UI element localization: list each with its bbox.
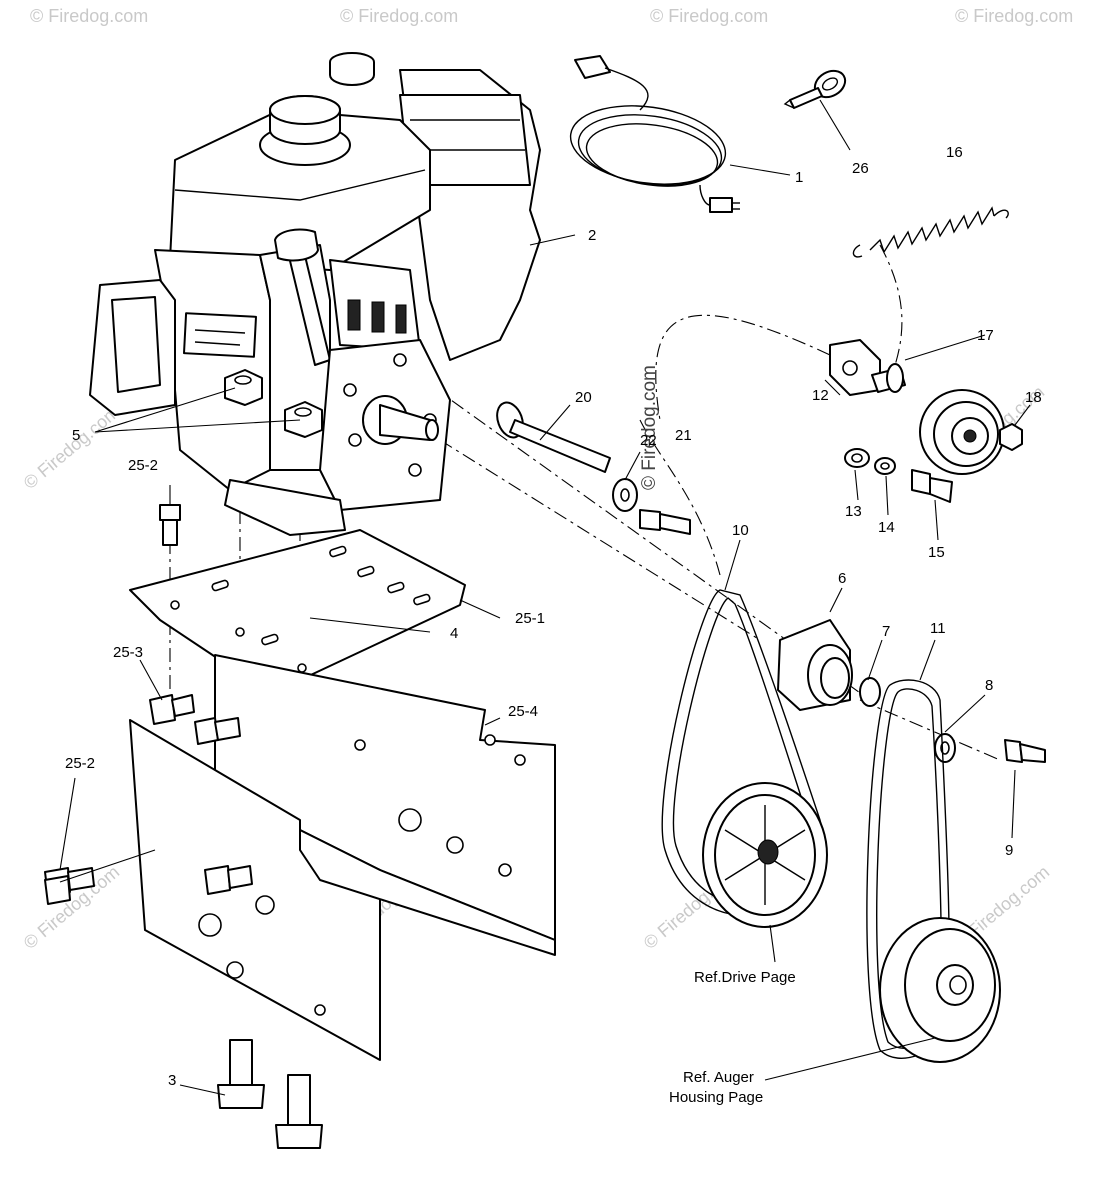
pin-and-washer — [496, 401, 691, 535]
label-part-26: 26 — [852, 160, 869, 177]
frame-housing — [129, 654, 556, 1061]
label-part-5: 5 — [72, 427, 80, 444]
carriage-bolts — [44, 504, 253, 905]
label-part-13: 13 — [845, 503, 862, 520]
label-part-6: 6 — [838, 570, 846, 587]
label-part-4: 4 — [450, 625, 458, 642]
auger-belt — [866, 679, 1001, 1063]
label-part-20: 20 — [575, 389, 592, 406]
label-part-22: 22 — [640, 432, 657, 449]
label-part-16: 16 — [946, 144, 963, 161]
label-part-15: 15 — [928, 544, 945, 561]
engine-pulley — [777, 619, 1046, 763]
label-part-9: 9 — [1005, 842, 1013, 859]
label-part-3: 3 — [168, 1072, 176, 1089]
watermark-text: © Firedog.com — [650, 6, 768, 26]
label-part-21: 21 — [675, 427, 692, 444]
ref-drive-page: Ref.Drive Page — [694, 969, 796, 986]
part-labels: 1 2 3 4 5 6 7 8 9 10 11 12 13 14 15 16 1… — [65, 144, 1042, 1089]
label-part-11: 11 — [930, 620, 946, 637]
ignition-key — [783, 69, 847, 109]
nuts — [224, 369, 323, 438]
spring — [852, 206, 1009, 258]
label-part-25-2-top: 25-2 — [128, 457, 158, 474]
watermark-text: © Firedog.com — [340, 6, 458, 26]
watermark-text: © Firedog.com — [30, 6, 148, 26]
engine-assembly — [89, 52, 541, 536]
label-part-8: 8 — [985, 677, 993, 694]
label-part-17: 17 — [977, 327, 994, 344]
mounting-plate — [129, 529, 466, 681]
watermark-center-text: © Firedog.com — [639, 365, 660, 490]
idler-assembly — [829, 339, 1023, 503]
label-part-2: 2 — [588, 227, 596, 244]
label-part-12: 12 — [812, 387, 829, 404]
label-part-25-4: 25-4 — [508, 703, 538, 720]
ref-auger-line2: Housing Page — [669, 1089, 763, 1106]
label-part-10: 10 — [732, 522, 749, 539]
bottom-bolts — [217, 1039, 323, 1149]
watermark-text: © Firedog.com — [955, 6, 1073, 26]
label-part-25-2-left: 25-2 — [65, 755, 95, 772]
label-part-14: 14 — [878, 519, 895, 536]
watermark-text: © Firedog.com — [20, 402, 123, 493]
reference-labels: Ref.Drive Page Ref. Auger Housing Page — [669, 969, 796, 1106]
label-part-25-3: 25-3 — [113, 644, 143, 661]
label-part-1: 1 — [795, 169, 803, 186]
label-part-7: 7 — [882, 623, 890, 640]
label-part-25-1: 25-1 — [515, 610, 545, 627]
drive-belt — [661, 589, 828, 928]
label-part-18: 18 — [1025, 389, 1042, 406]
starter-cord — [569, 55, 740, 213]
ref-auger-line1: Ref. Auger — [683, 1069, 754, 1086]
leader-lines — [59, 99, 1031, 1096]
